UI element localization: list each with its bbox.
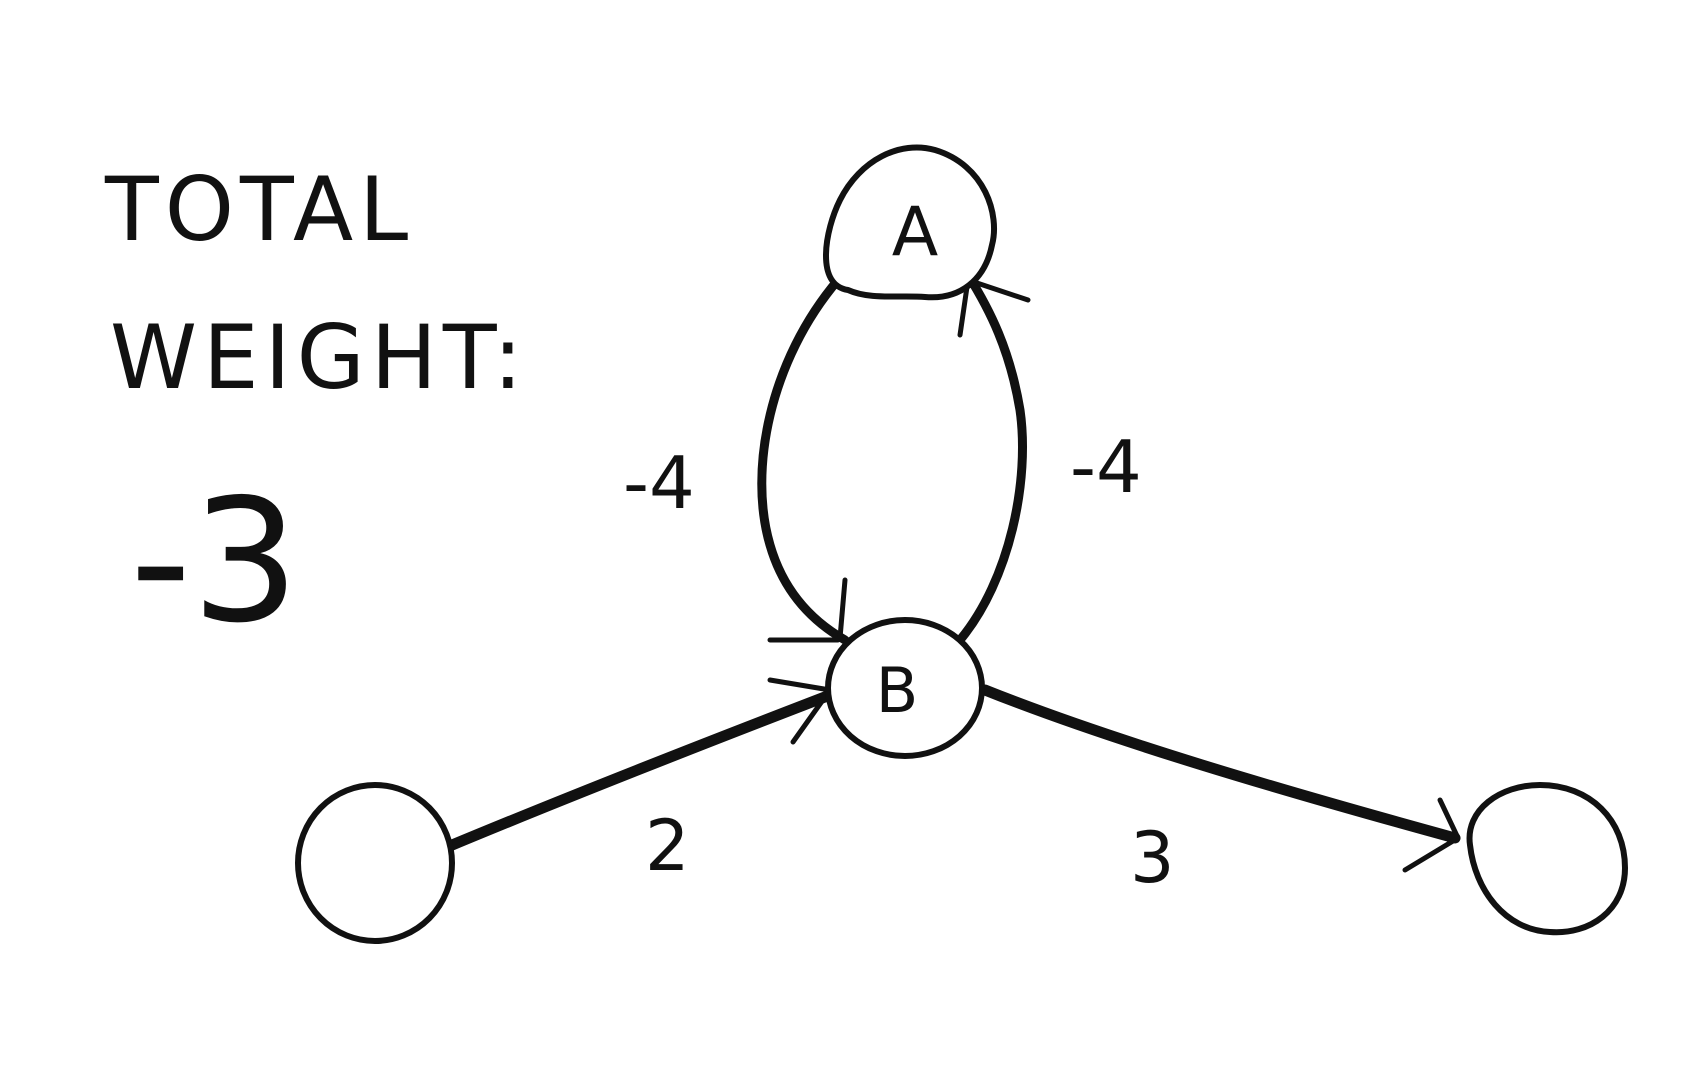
edge-b-to-a-line [955, 270, 1027, 645]
node-left [295, 782, 455, 944]
edge-a-to-b-weight: -4 [623, 441, 695, 525]
edge-left-to-b-line [439, 689, 836, 854]
node-b-circle [825, 617, 985, 759]
edge-a-to-b: -4 [623, 275, 850, 645]
node-right [1466, 781, 1629, 936]
node-right-circle [1466, 781, 1629, 936]
node-a-label: A [892, 193, 939, 272]
edge-left-to-b-weight: 2 [645, 805, 690, 887]
node-a: A [823, 144, 998, 301]
edge-b-to-a-weight: -4 [1070, 425, 1142, 509]
total-weight-label-line2: WEIGHT: [110, 306, 529, 409]
node-b: B [825, 617, 985, 759]
edge-b-to-right-weight: 3 [1130, 817, 1175, 899]
edge-a-to-b-arrowhead [767, 577, 848, 643]
edge-b-to-right-line [979, 684, 1461, 844]
edge-b-to-a: -4 [955, 270, 1142, 645]
total-weight-annotation: TOTAL WEIGHT: -3 [104, 158, 529, 661]
total-weight-value: -3 [130, 463, 300, 661]
node-a-circle [823, 144, 998, 301]
node-b-label: B [876, 654, 919, 727]
edge-a-to-b-line [757, 275, 850, 645]
edge-b-to-right-arrowhead [1402, 797, 1461, 873]
total-weight-label-line1: TOTAL [104, 158, 414, 261]
edge-left-to-b: 2 [439, 677, 836, 887]
edge-b-to-right: 3 [979, 684, 1461, 899]
node-left-circle [295, 782, 455, 944]
